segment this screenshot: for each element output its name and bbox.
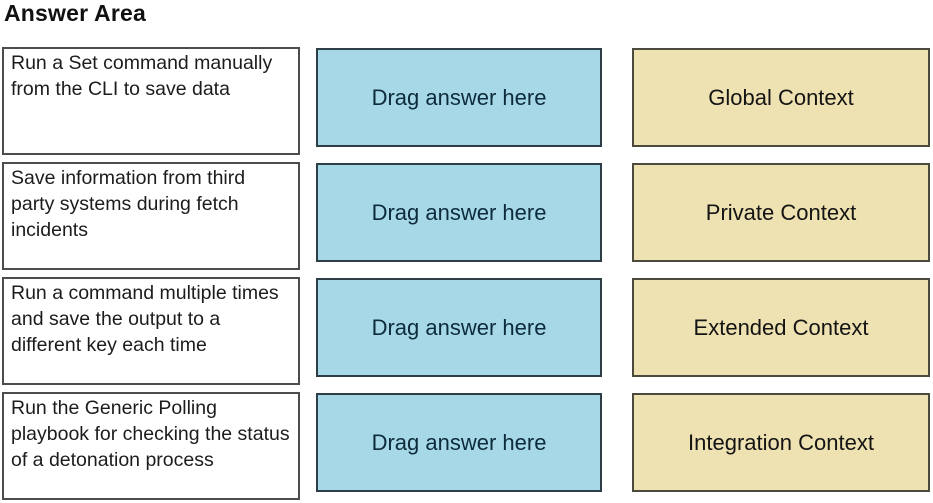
answer-option-label: Global Context (708, 84, 854, 110)
description-text: Run a Set command manually from the CLI … (11, 52, 273, 100)
description-text: Run the Generic Polling playbook for che… (11, 397, 290, 471)
description-box: Run a Set command manually from the CLI … (2, 47, 300, 155)
answer-option-extended-context[interactable]: Extended Context (632, 278, 930, 377)
description-box: Save information from third party system… (2, 162, 300, 270)
description-box: Run the Generic Polling playbook for che… (2, 392, 300, 500)
drop-zone-label: Drag answer here (371, 84, 547, 110)
answer-option-global-context[interactable]: Global Context (632, 48, 930, 147)
answer-row: Run a Set command manually from the CLI … (0, 47, 933, 155)
drop-zone[interactable]: Drag answer here (316, 278, 602, 377)
answer-option-label: Integration Context (688, 429, 874, 455)
answer-row: Save information from third party system… (0, 162, 933, 270)
answer-option-label: Private Context (705, 199, 857, 225)
description-text: Save information from third party system… (11, 167, 246, 241)
answer-option-label: Extended Context (693, 314, 869, 340)
drop-zone[interactable]: Drag answer here (316, 393, 602, 492)
answer-row: Run the Generic Polling playbook for che… (0, 392, 933, 500)
description-text: Run a command multiple times and save th… (11, 282, 279, 356)
drop-zone-label: Drag answer here (371, 429, 547, 455)
drop-zone-label: Drag answer here (371, 199, 547, 225)
drop-zone[interactable]: Drag answer here (316, 48, 602, 147)
answer-row: Run a command multiple times and save th… (0, 277, 933, 385)
answer-option-private-context[interactable]: Private Context (632, 163, 930, 262)
drop-zone-label: Drag answer here (371, 314, 547, 340)
answer-option-integration-context[interactable]: Integration Context (632, 393, 930, 492)
drop-zone[interactable]: Drag answer here (316, 163, 602, 262)
description-box: Run a command multiple times and save th… (2, 277, 300, 385)
page-title: Answer Area (4, 0, 146, 26)
